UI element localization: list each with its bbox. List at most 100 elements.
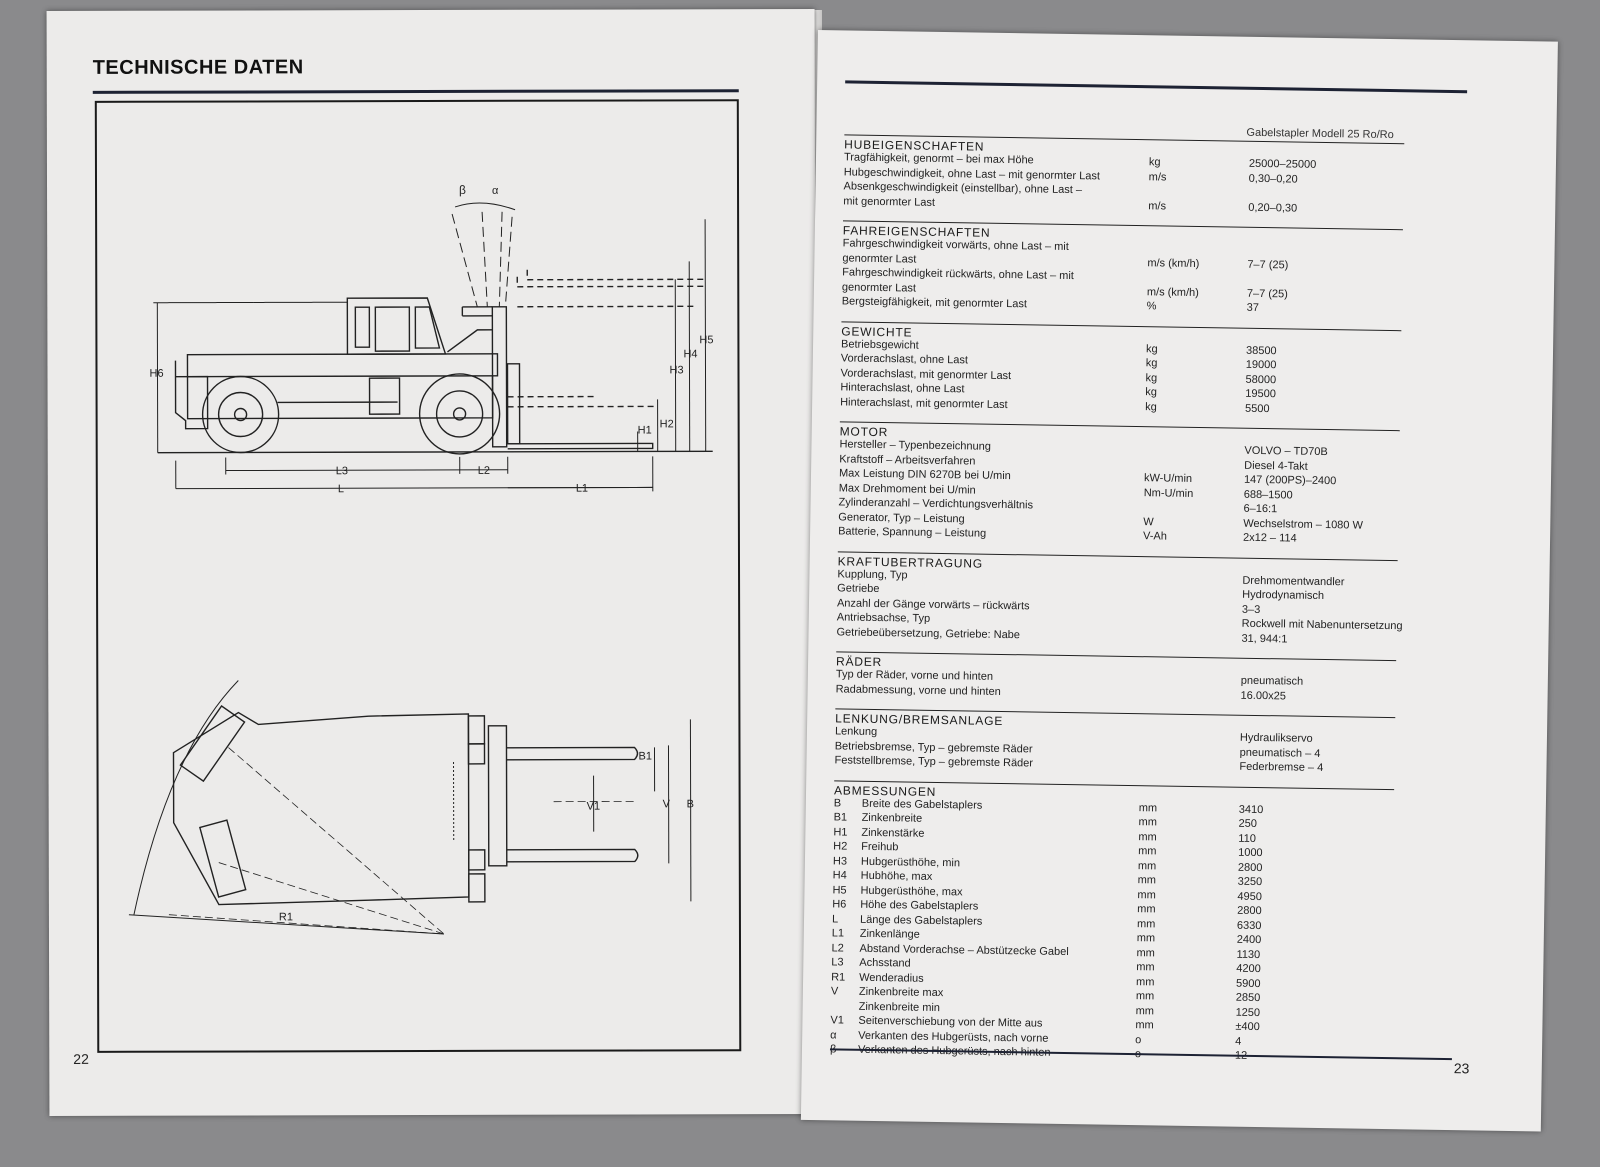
spec-label: Breite des Gabelstaplers <box>861 797 983 812</box>
spec-unit: mm <box>1135 1004 1155 1017</box>
spec-label: Hubgerüsthöhe, max <box>860 884 963 898</box>
front-wheel-top <box>467 715 486 745</box>
spec-label: Hinterachslast, mit genormter Last <box>840 395 1008 411</box>
title-rule <box>92 89 739 94</box>
spec-code: V <box>830 985 839 998</box>
mast <box>491 306 508 448</box>
spec-value: 16.00x25 <box>1240 689 1286 702</box>
spec-unit: mm <box>1138 845 1157 858</box>
spec-code: H3 <box>832 854 848 868</box>
spec-label: Zinkenstärke <box>861 826 925 840</box>
spec-label: Hubgerüsthöhe, min <box>860 855 961 869</box>
spec-code: V1 <box>830 1014 845 1027</box>
spec-unit: % <box>1146 300 1157 313</box>
spec-value: 6330 <box>1236 919 1262 932</box>
spec-value: Rockwell mit Nabenuntersetzung <box>1241 617 1403 633</box>
spec-unit: kW-U/min <box>1143 472 1193 485</box>
rear-wheel-top <box>179 705 246 783</box>
cab-window-rear <box>354 306 371 348</box>
spec-value: 7–7 (25) <box>1246 287 1288 300</box>
spec-label: Max Drehmoment bei U/min <box>838 481 976 497</box>
spec-unit: mm <box>1138 816 1158 829</box>
spec-value: 1000 <box>1238 846 1263 860</box>
L3-label: L3 <box>336 465 348 477</box>
H6-label: H6 <box>149 368 163 380</box>
B-label: B <box>687 798 694 810</box>
spec-value: 37 <box>1246 301 1260 314</box>
spec-value: 2850 <box>1235 991 1261 1005</box>
spec-unit: kg <box>1148 156 1161 169</box>
spec-label: Länge des Gabelstaplers <box>859 913 983 928</box>
spec-value: 1250 <box>1235 1006 1261 1019</box>
spec-value: 0,20–0,30 <box>1248 201 1298 215</box>
spec-value: Federbremse – 4 <box>1239 760 1324 775</box>
alpha-label: α <box>492 185 499 197</box>
carriage-top <box>487 725 508 867</box>
forklift-technical-drawing: β α <box>128 183 713 935</box>
spec-label: Batterie, Spannung – Leistung <box>838 525 987 540</box>
spec-label: Fahrgeschwindigkeit rückwärts, ohne Last… <box>842 266 1074 283</box>
spec-value: 38500 <box>1245 344 1277 357</box>
chassis-body <box>186 375 494 420</box>
spec-value: 58000 <box>1245 373 1277 386</box>
spec-label: Zinkenbreite <box>861 811 923 825</box>
spec-label: Getriebeübersetzung, Getriebe: Nabe <box>836 625 1021 641</box>
spec-label: genormter Last <box>842 251 917 266</box>
spec-code: B1 <box>833 811 848 824</box>
spec-unit: mm <box>1137 888 1156 901</box>
spec-unit: kg <box>1145 400 1157 413</box>
B1-label: B1 <box>638 750 652 762</box>
top-rule <box>845 80 1468 94</box>
spec-label: Achsstand <box>859 956 911 970</box>
spec-value: VOLVO – TD70B <box>1244 444 1328 459</box>
spec-unit: o <box>1135 1033 1142 1046</box>
spec-unit: kg <box>1145 342 1158 355</box>
spec-label: Max Leistung DIN 6270B bei U/min <box>838 467 1011 483</box>
spec-code: H1 <box>833 825 848 839</box>
model-label: Gabelstapler Modell 25 Ro/Ro <box>1246 126 1394 142</box>
spec-value: 147 (200PS)–2400 <box>1243 473 1337 488</box>
spec-label: Vorderachslast, ohne Last <box>840 352 969 367</box>
H2-label: H2 <box>660 418 674 430</box>
spec-code: R1 <box>831 970 846 984</box>
cab-window-front <box>414 306 441 349</box>
spec-label: Kraftstoff – Arbeitsverfahren <box>839 452 976 468</box>
spec-value: 3410 <box>1238 803 1264 816</box>
H5-label: H5 <box>699 334 713 346</box>
spec-code: H2 <box>833 840 848 853</box>
spec-value: Hydraulikservo <box>1239 731 1313 745</box>
spec-value: 4950 <box>1237 890 1263 903</box>
R1-label: R1 <box>279 911 293 923</box>
spec-value: 2800 <box>1237 904 1262 918</box>
spec-value: 2800 <box>1237 861 1263 874</box>
spec-label: Hersteller – Typenbezeichnung <box>839 438 992 453</box>
spec-unit: mm <box>1136 917 1156 930</box>
spec-label: Betriebsbremse, Typ – gebremste Räder <box>834 739 1033 755</box>
tilt-arc <box>454 202 516 211</box>
spec-value: Drehmomentwandler <box>1242 574 1345 588</box>
L3-dim <box>225 469 460 472</box>
chassis-top <box>172 711 470 906</box>
spec-label: Lenkung <box>834 725 878 739</box>
V-label: V <box>663 798 671 810</box>
spec-unit: mm <box>1137 874 1157 887</box>
spec-unit: kg <box>1145 357 1158 370</box>
spec-unit: m/s <box>1148 199 1167 212</box>
spec-unit: mm <box>1137 903 1156 916</box>
spec-value: 110 <box>1238 832 1256 845</box>
spec-unit: mm <box>1135 990 1155 1003</box>
cab-door-window <box>374 306 411 352</box>
spec-label: Seitenverschiebung von der Mitte aus <box>858 1014 1043 1030</box>
spec-label: Vorderachslast, mit genormter Last <box>840 366 1012 382</box>
spec-code: α <box>830 1028 837 1041</box>
spec-code: B <box>833 796 842 809</box>
spec-code: L <box>831 912 839 925</box>
spec-unit: Nm-U/min <box>1143 486 1194 500</box>
